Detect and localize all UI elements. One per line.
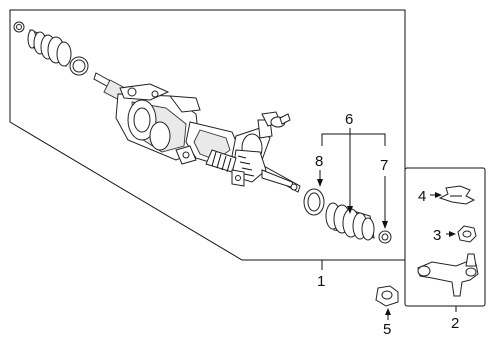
callout-7-label: 7 <box>380 157 388 174</box>
callout-6-leaders <box>321 128 386 214</box>
large-clamp-right <box>303 188 325 216</box>
callout-4-label: 4 <box>418 188 426 205</box>
callout-8-label: 8 <box>315 153 323 170</box>
callout-3-label: 3 <box>433 227 441 244</box>
callout-8-leader <box>317 170 323 187</box>
steering-gear-assembly-frame <box>9 9 406 261</box>
small-clamp-right <box>378 230 392 244</box>
steering-gear-housing <box>93 72 301 193</box>
callout-1-label: 1 <box>317 273 325 290</box>
left-boot-group <box>13 21 89 76</box>
right-bellows-boot <box>325 202 375 241</box>
callout-7-leader <box>382 176 388 229</box>
callout-6-label: 6 <box>345 111 353 128</box>
retaining-clip <box>438 185 476 205</box>
callout-4-leader <box>430 192 442 198</box>
callout-5-label: 5 <box>383 321 391 338</box>
tie-rod-end-kit-frame <box>404 167 486 307</box>
tie-rod-end <box>417 253 479 297</box>
right-boot-group <box>303 188 392 244</box>
callout-2-label: 2 <box>451 315 459 332</box>
small-clamp-left <box>13 21 25 33</box>
callout-3-leader <box>446 231 456 237</box>
callout-5-leader <box>385 308 391 320</box>
left-bellows-boot <box>27 29 72 67</box>
castle-nut <box>457 225 477 243</box>
hex-nut <box>375 285 399 307</box>
large-clamp-left <box>69 56 89 76</box>
